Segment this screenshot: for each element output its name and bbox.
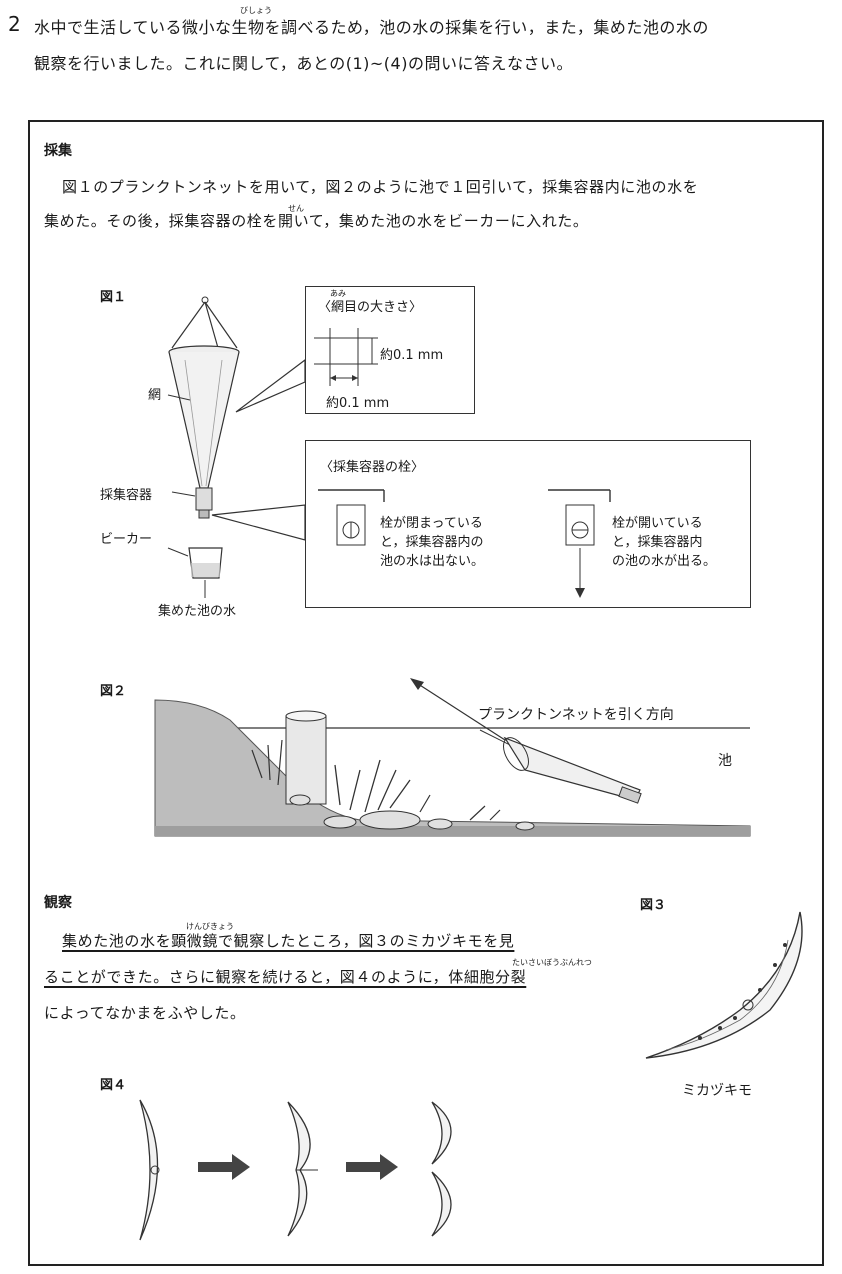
- collection-text-line1: 図１のプランクトンネットを用いて，図２のように池で１回引いて，採集容器内に池の水…: [62, 178, 699, 196]
- figure3-caption: ミカヅキモ: [682, 1083, 752, 1099]
- stopper-box: [305, 440, 751, 608]
- mesh-v-size: 約0.1 mm: [380, 348, 444, 363]
- beaker-label: ビーカー: [100, 532, 153, 547]
- closed-text-2: と，採集容器内の: [380, 535, 484, 550]
- stopper-open-text: 栓が開いている と，採集容器内 の池の水が出る。: [612, 514, 716, 571]
- pond-label: 池: [718, 753, 732, 769]
- collection-heading: 採集: [44, 143, 72, 159]
- closed-text-3: 池の水は出ない。: [380, 554, 485, 569]
- net-label: 網: [148, 388, 162, 403]
- figure1-label: 図１: [100, 290, 127, 305]
- ruby-bishou: びしょう: [240, 6, 272, 15]
- observation-heading: 観察: [44, 895, 72, 911]
- mesh-size-box: [305, 286, 475, 414]
- mesh-box-title: 〈網目の大きさ〉: [318, 300, 423, 315]
- observation-text-line2: ることができた。さらに観察を続けると，図４のように，体細胞分裂: [44, 966, 526, 987]
- pull-direction-label: プランクトンネットを引く方向: [478, 707, 674, 723]
- figure2-label: 図２: [100, 684, 127, 699]
- observation-text-line1: 集めた池の水を顕微鏡で観察したところ，図３のミカヅキモを見: [62, 932, 515, 950]
- observation-underlined: ることができた。さらに観察を続けると，図４のように，体細胞分裂: [44, 968, 527, 986]
- mesh-h-size: 約0.1 mm: [326, 396, 390, 411]
- container-label: 採集容器: [100, 488, 153, 503]
- collection-text-line2: 集めた。その後，採集容器の栓を開いて，集めた池の水をビーカーに入れた。: [44, 212, 589, 230]
- ruby-kenbikyou: けんびきょう: [186, 922, 234, 931]
- ruby-taisaibou: たいさいぼうぶんれつ: [512, 958, 592, 967]
- closed-text-1: 栓が閉まっている: [380, 516, 483, 531]
- open-text-1: 栓が開いている: [612, 516, 703, 531]
- question-text-line1: 水中で生活している微小な生物を調べるため，池の水の採集を行い，また，集めた池の水…: [34, 18, 709, 37]
- stopper-box-title: 〈採集容器の栓〉: [320, 460, 425, 475]
- figure4-label: 図４: [100, 1078, 127, 1093]
- ruby-ami: あみ: [330, 289, 346, 298]
- stopper-closed-text: 栓が閉まっている と，採集容器内の 池の水は出ない。: [380, 514, 484, 571]
- ruby-sen: せん: [288, 204, 304, 213]
- water-label: 集めた池の水: [158, 604, 237, 619]
- problem-frame: [28, 120, 824, 1266]
- open-text-2: と，採集容器内: [612, 535, 703, 550]
- observation-text-line3: によってなかまをふやした。: [44, 1004, 246, 1022]
- open-text-3: の池の水が出る。: [612, 554, 717, 569]
- figure3-label: 図３: [640, 898, 667, 913]
- question-text-line2: 観察を行いました。これに関して，あとの(1)~(4)の問いに答えなさい。: [34, 54, 573, 73]
- question-number: 2: [8, 12, 22, 36]
